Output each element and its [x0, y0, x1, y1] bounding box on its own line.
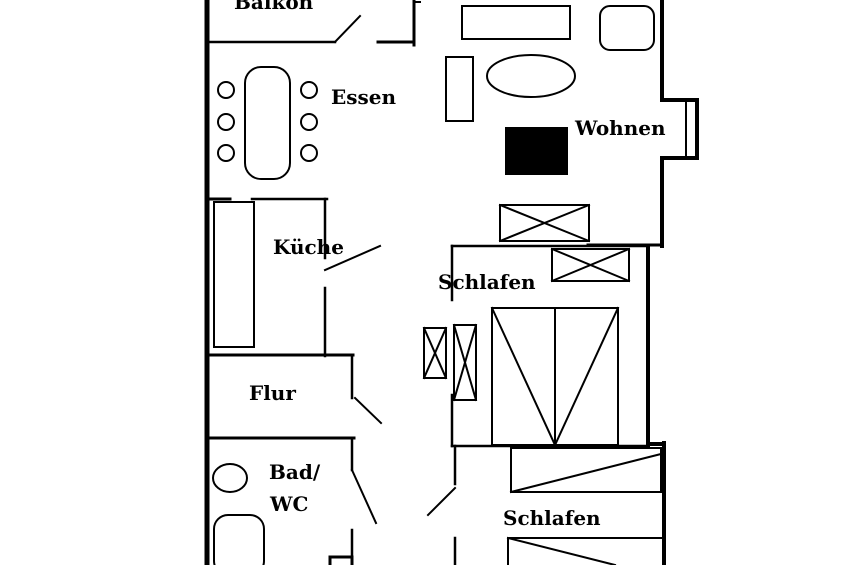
dining-table	[244, 66, 291, 180]
armchair	[599, 5, 655, 51]
shaft-box-living	[498, 203, 591, 243]
bedroom2-door-swing	[426, 486, 457, 517]
kitchen-door-swing	[323, 244, 382, 272]
shaft-box-left	[422, 326, 448, 380]
label-balkon: Balkon	[234, 0, 314, 14]
balcony-door-swing	[333, 14, 362, 44]
furniture	[212, 5, 663, 565]
bath-door-swing	[350, 468, 378, 525]
dining-chair	[300, 113, 318, 131]
coffee-table	[486, 54, 576, 98]
dining-chair	[300, 144, 318, 162]
shaft-box-right	[452, 323, 478, 402]
label-schlafen-1: Schlafen	[438, 270, 536, 294]
dining-chair	[217, 81, 235, 99]
side-shelf	[445, 56, 474, 122]
toilet	[212, 463, 248, 493]
room-labels: Balkon Essen Wohnen Küche Schlafen Flur …	[234, 0, 666, 530]
label-schlafen-2: Schlafen	[503, 506, 601, 530]
bathtub	[213, 514, 265, 565]
label-essen: Essen	[331, 85, 396, 109]
bedroom2-furniture	[506, 536, 662, 565]
shaft-box-bedroom	[550, 247, 631, 283]
label-bad: Bad/	[269, 460, 321, 484]
dining-chair	[300, 81, 318, 99]
label-flur: Flur	[249, 381, 296, 405]
hall-door-swing	[353, 396, 383, 425]
bath-corner-fixture	[328, 555, 354, 565]
dining-chair	[217, 144, 235, 162]
living-right-wall	[660, 0, 699, 248]
bed	[490, 306, 620, 447]
label-wc: WC	[269, 492, 308, 516]
dining-chair	[217, 113, 235, 131]
sideboard	[461, 5, 571, 40]
tv-black-box	[505, 127, 568, 175]
kitchen-counter	[213, 201, 255, 348]
label-wohnen: Wohnen	[574, 116, 666, 140]
label-kueche: Küche	[273, 235, 344, 259]
wardrobe	[509, 447, 663, 494]
